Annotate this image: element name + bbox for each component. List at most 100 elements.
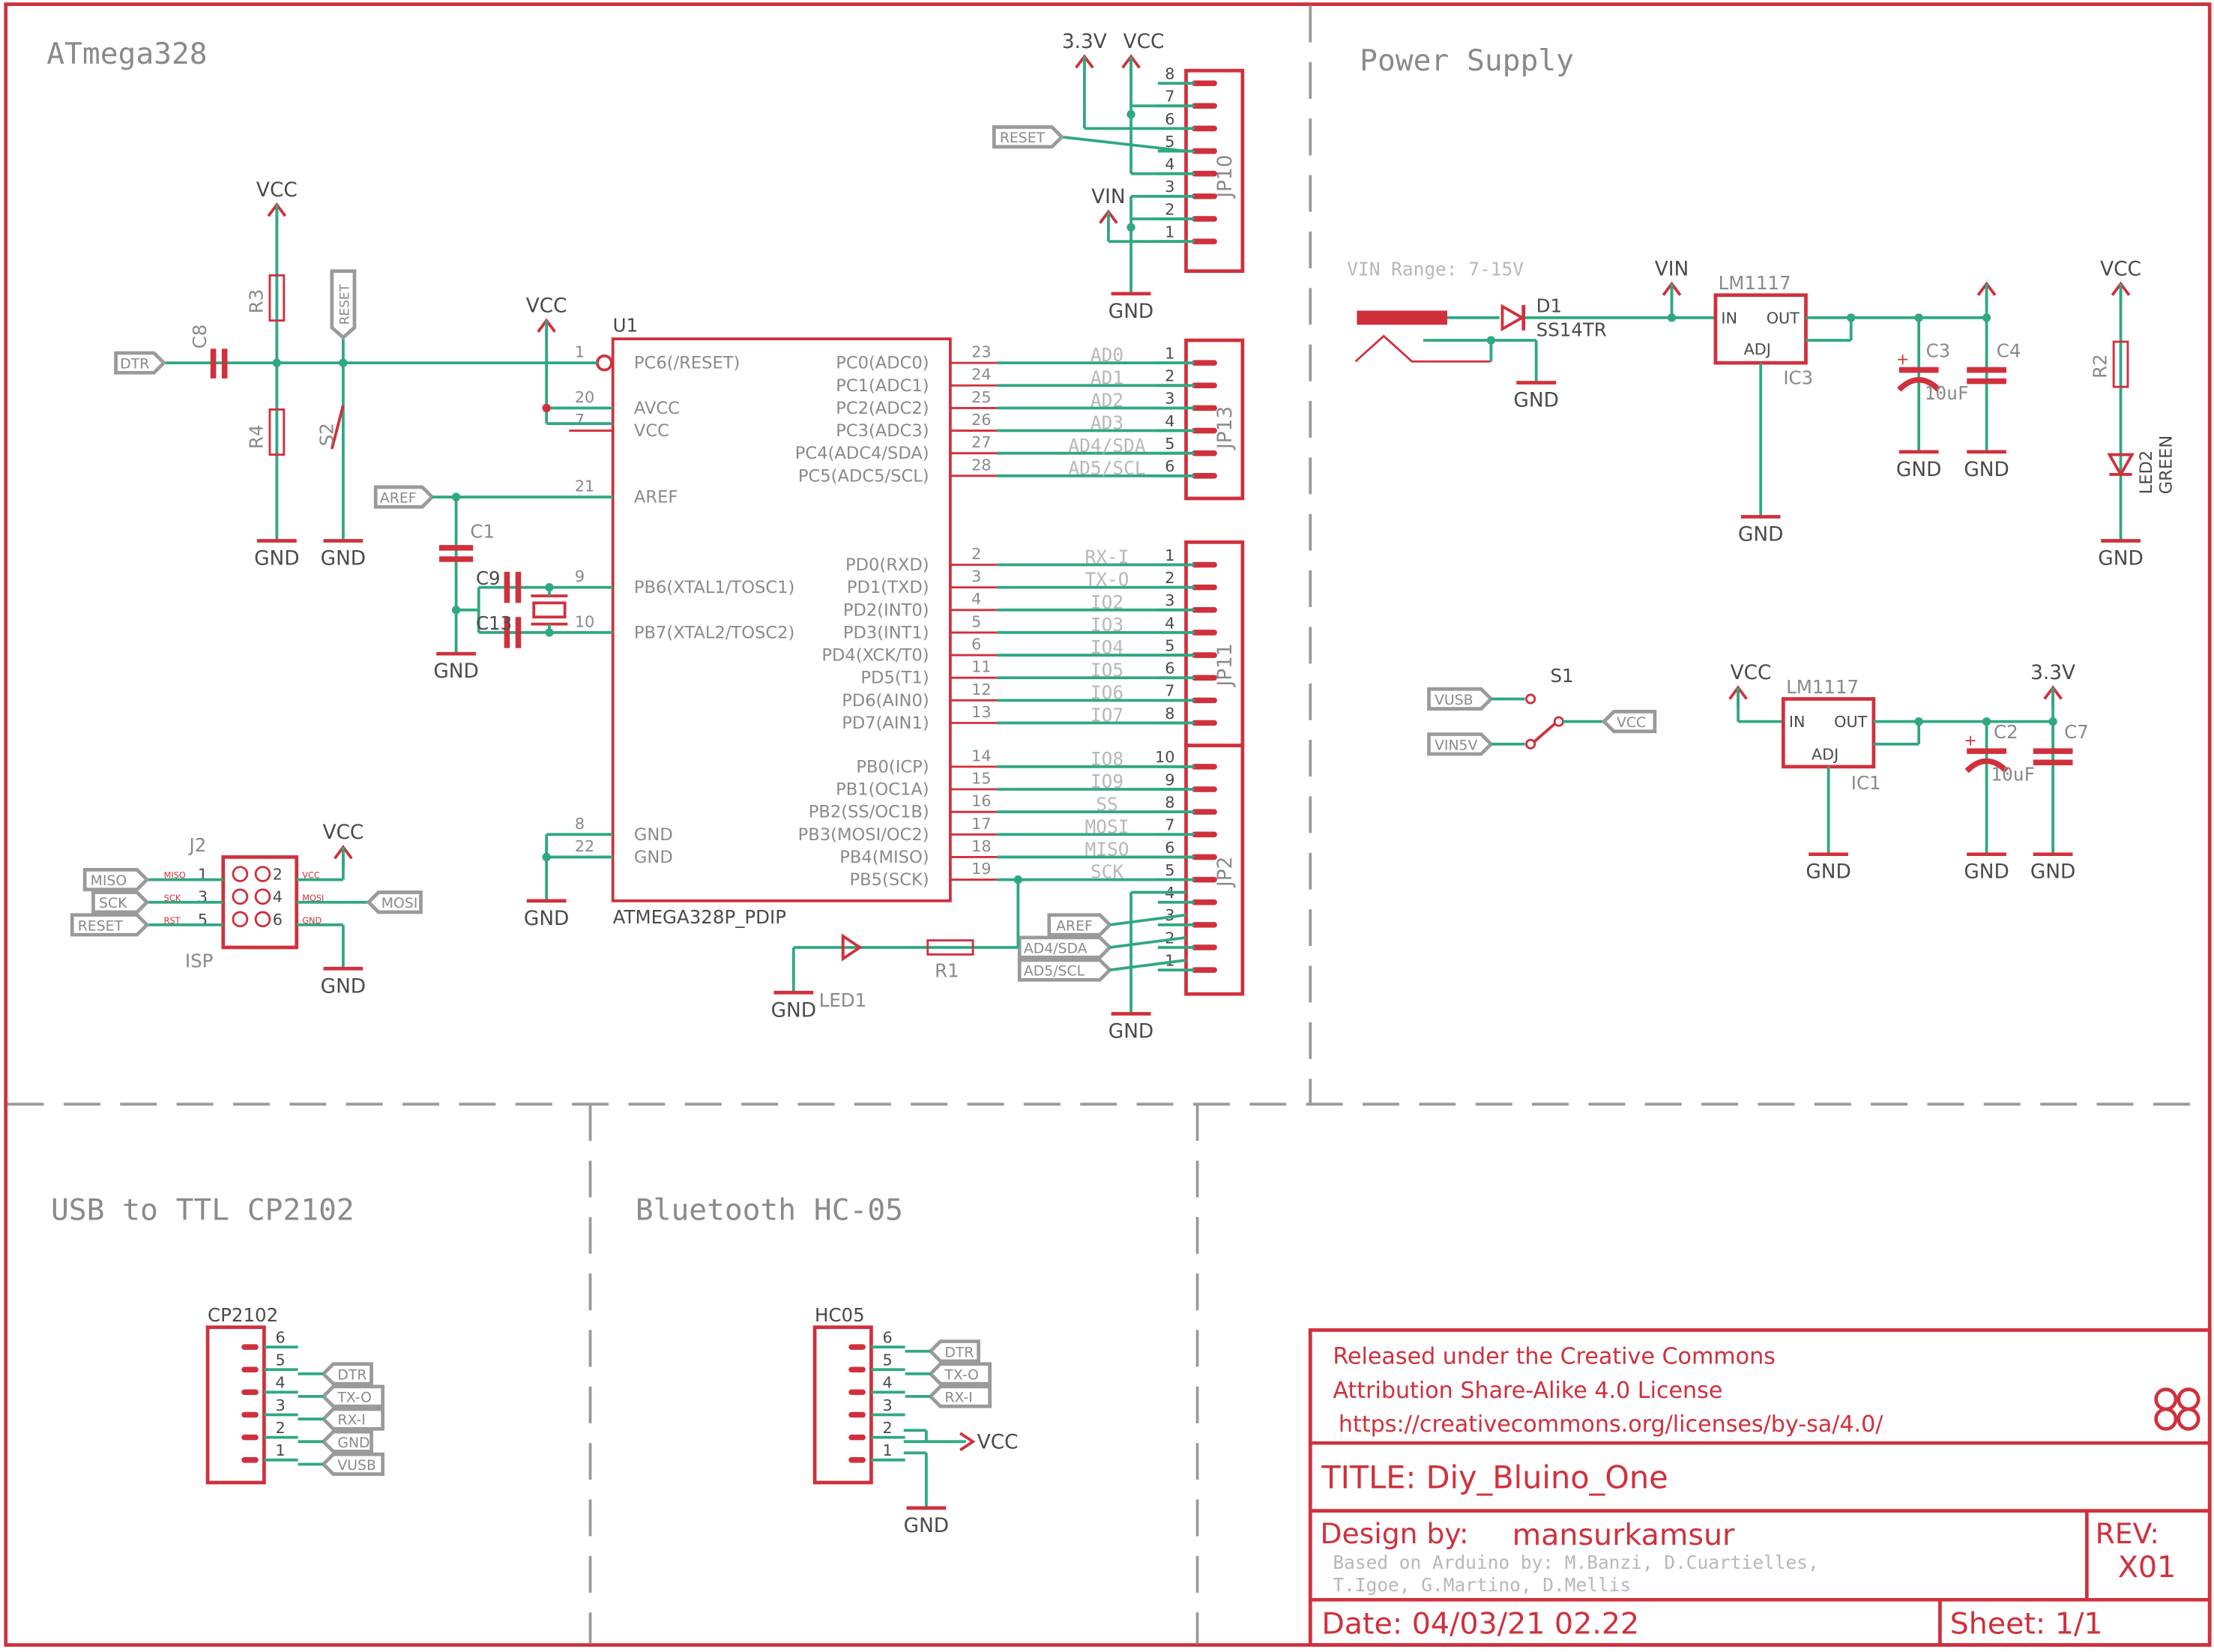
license-line-1: Released under the Creative Commons [1333,1344,1775,1370]
u1-pin-name: PB3(MOSI/OC2) [798,825,929,845]
jp2-aref-label: AREF [1056,918,1093,934]
led2-label: LED2 [2137,450,2156,495]
header-pin-number: 4 [275,1374,285,1392]
header-net-label: GND [337,1435,369,1451]
isp-pin-name: SCK [164,893,181,903]
u1-net-label: IO7 [1091,705,1123,726]
header-pin-number: 6 [882,1328,892,1346]
header-pin-number: 2 [1165,929,1174,947]
u1-pin-number: 4 [971,590,981,608]
u1-pin-name: PD2(INT0) [843,600,929,620]
ic3-ref: IC3 [1783,367,1813,388]
junction-x2 [545,628,554,637]
isp-pin-name: MISO [164,871,186,881]
header-pin-number: 8 [1165,64,1174,82]
jp10-reset-h [1061,135,1186,153]
aref-crystal-circuit: AREF C1 C9 C13 [373,485,613,654]
s1-vcc-label: VCC [1617,715,1646,731]
junction-jp10-gnd [1126,223,1135,232]
gnd-label: GND [1806,861,1850,884]
header-pin-number: 2 [1165,569,1174,587]
u1-body [611,337,952,902]
u1-pin-name: PC6(/RESET) [634,354,740,373]
header-net-label-shape [321,1429,373,1453]
gnd-label: GND [1108,301,1153,323]
sheet-title: TITLE: Diy_Bluino_One [1321,1459,1668,1495]
design-by-label: Design by: [1320,1517,1468,1550]
power-supply: VIN Range: 7-15V D1 SS14TR LM1117 IC3 IN… [1347,258,2176,854]
header-pin-number: 3 [1165,178,1174,196]
aref-label: AREF [380,491,417,507]
u1-pin-name: PC1(ADC1) [836,376,929,396]
u1-pin-name: PD6(AIN0) [842,691,929,711]
u1-pin-number: 8 [575,815,585,833]
u1-net-label: AD5/SCL [1068,457,1145,479]
header-ref: JP13 [1214,406,1237,450]
ic1-part: LM1117 [1786,676,1859,698]
credit-line-2: T.Igoe, G.Martino, D.Mellis [1333,1574,1631,1596]
vusb-label: VUSB [1435,693,1474,708]
gnd-label: GND [433,660,478,683]
d1-part: SS14TR [1536,319,1607,340]
gnd-label: GND [1896,459,1941,481]
u1-pin-number: 12 [971,681,991,699]
jp10-reset-label: RESET [1000,130,1046,146]
led2-color: GREEN [2156,435,2176,495]
supply-label: 3.3V [2030,662,2075,684]
hc05-vcc-arrow [959,1432,976,1452]
c3-value: 10uF [1925,382,1969,404]
isp-mosi-shape [366,890,423,914]
reset-vertical-label: RESET [337,283,352,325]
vusb-label-shape [1427,687,1494,711]
u1-pin-number: 1 [575,343,585,361]
c2-value: 10uF [1991,764,2035,786]
u1-net-label: IO6 [1091,681,1123,703]
r2-label: R2 [2090,354,2111,379]
u1-net-label: MISO [1085,839,1129,860]
isp-reset-label: RESET [78,918,124,934]
header-ref: JP10 [1214,155,1237,199]
aref-label-shape [373,485,435,509]
u1-net-label: MOSI [1085,816,1129,837]
isp-pin-number: 2 [273,866,283,884]
isp-pin [254,888,271,905]
rev-value: X01 [2118,1550,2176,1585]
u1-net-label: IO5 [1091,659,1123,681]
u1-pin-name: PB1(OC1A) [836,780,929,800]
cc-logo-icon [2154,1387,2201,1431]
hc05-vcc-label: VCC [977,1432,1019,1454]
jp2-ad4-h [1109,935,1186,949]
jp10-reset-label-shape [992,125,1065,149]
u1-pin-name: PD7(AIN1) [842,714,929,733]
header-pin-number: 1 [1165,223,1174,241]
ic1-in: IN [1789,713,1806,731]
header-pin-number: 9 [1165,771,1174,789]
header-net-label: RX-I [337,1413,365,1429]
reset-label-shape [330,269,357,340]
led1-label: LED1 [819,989,867,1011]
header-pin-number: 3 [1165,390,1174,408]
jp10-wiring: RESET [992,56,1186,294]
r2 [2112,340,2129,388]
isp-pin-name: RST [164,916,181,926]
u1-net-label: AD1 [1091,367,1123,388]
u1-pin-name: PD1(TXD) [847,578,929,597]
c8-label: C8 [189,325,211,349]
jp2-ad4-label: AD4/SDA [1024,941,1088,957]
u1-net-label: TX-O [1085,569,1129,591]
header-pin-number: 8 [1165,705,1174,723]
header-net-label-shape [321,1452,384,1477]
header-pin-number: 5 [1165,861,1174,879]
jp2-aref-h [1109,913,1186,926]
vin-range: VIN Range: 7-15V [1347,258,1524,280]
dc-jack-contact [1354,334,1491,363]
u1-pin-name: PC4(ADC4/SDA) [795,444,929,463]
gnd-label: GND [2098,548,2143,570]
s1-common [1553,716,1564,727]
header-body [1184,744,1245,996]
